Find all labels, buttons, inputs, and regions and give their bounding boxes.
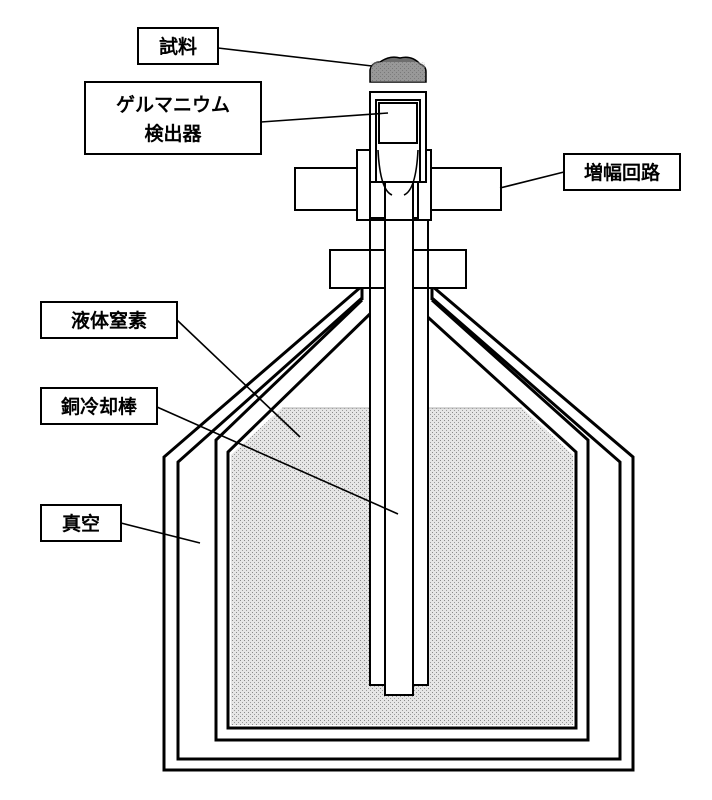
label-box-cooling-rod: [40, 387, 158, 425]
label-box-vacuum: [40, 504, 122, 542]
leader-amplifier: [499, 171, 565, 189]
leader-liquid-nitrogen: [176, 319, 301, 438]
leader-sample: [217, 47, 373, 67]
crystal-support-right: [403, 149, 419, 196]
label-sample: 試料: [159, 35, 197, 58]
copper-cooling-rod: [384, 139, 414, 696]
label-box-detector: [84, 81, 262, 155]
label-amplifier: 増幅回路: [584, 161, 661, 184]
leader-vacuum: [120, 522, 201, 544]
crystal-support-left: [377, 149, 393, 196]
dewar-outer-wall: [214, 298, 590, 742]
sample-texture: [371, 62, 425, 82]
label-detector-line2: 検出器: [144, 122, 202, 145]
vacuum-vessel-outer-wall: [162, 284, 635, 772]
label-cooling-rod: 銅冷却棒: [61, 395, 138, 418]
leader-cooling-rod: [156, 406, 399, 515]
vacuum-vessel-outer-inner-wall: [176, 296, 622, 761]
label-detector-line1: ゲルマニウム: [116, 94, 230, 116]
dewar-inner-wall: [226, 308, 578, 730]
germanium-crystal: [378, 102, 418, 144]
leader-detector: [260, 112, 389, 123]
label-liquid-nitrogen: 液体窒素: [71, 309, 147, 332]
label-box-sample: [137, 27, 219, 65]
label-vacuum: 真空: [62, 512, 100, 535]
